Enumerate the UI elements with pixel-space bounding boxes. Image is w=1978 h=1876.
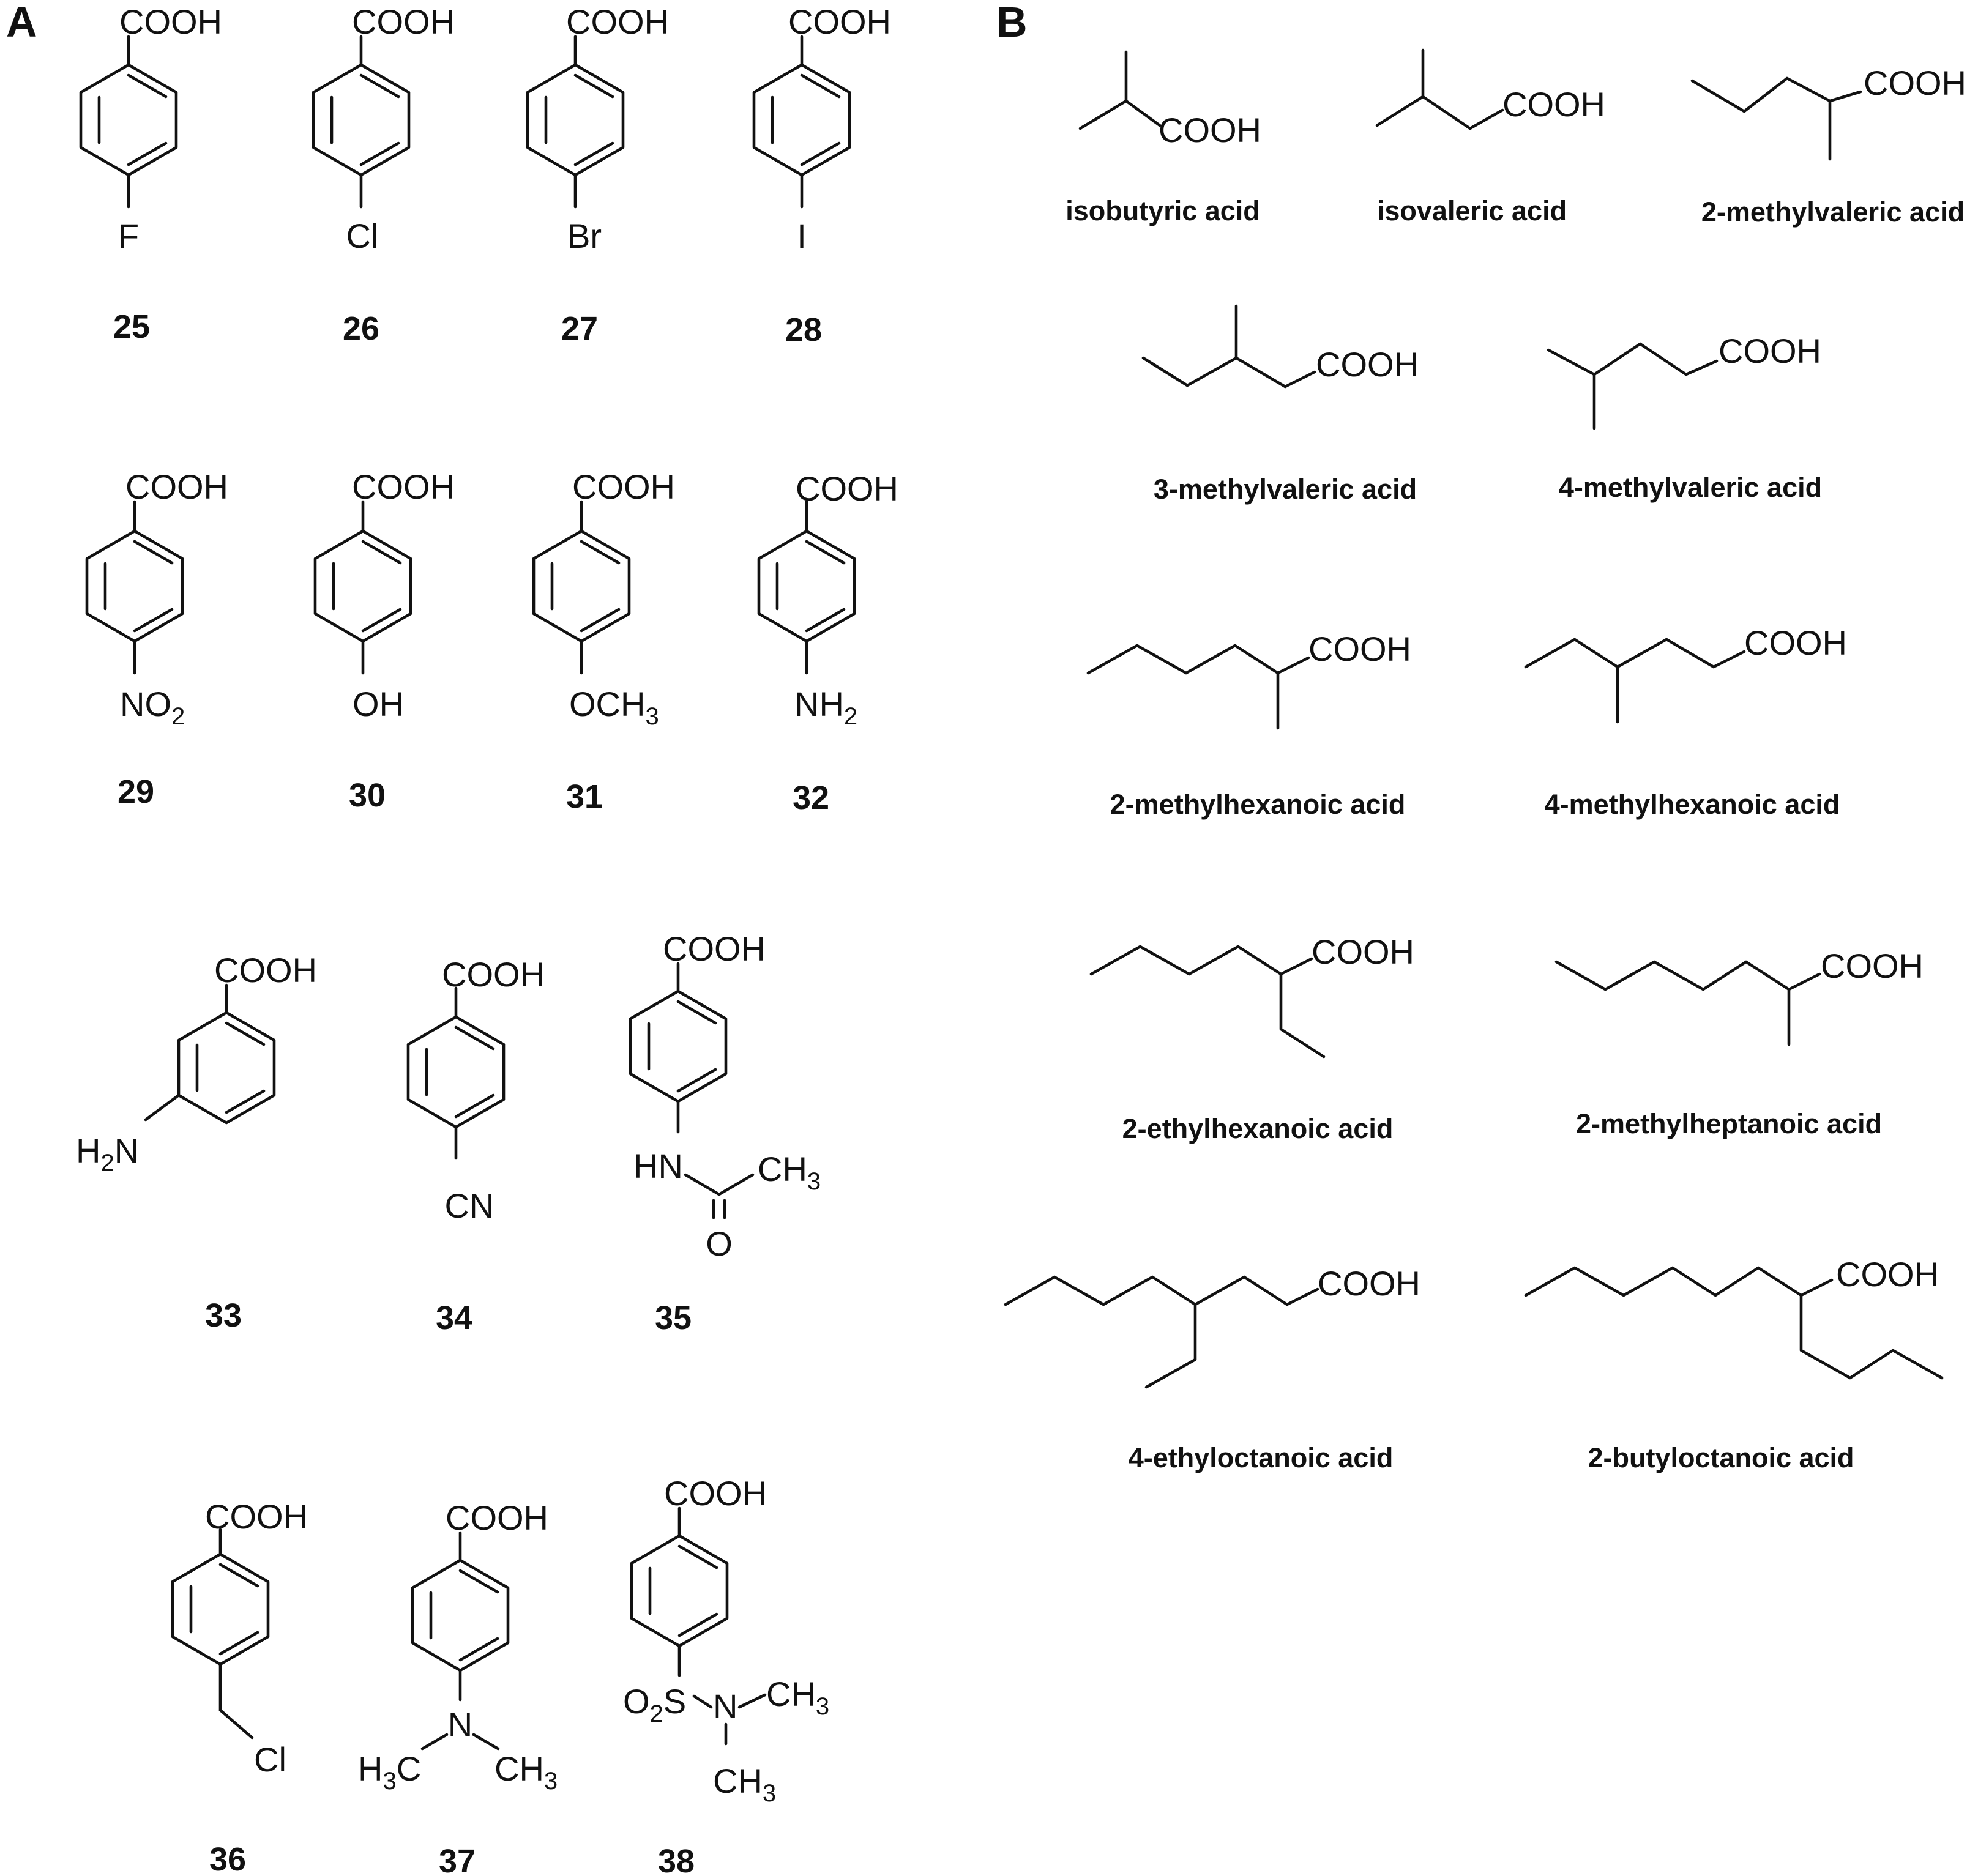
compound-number: 29: [118, 773, 154, 810]
compound-34: COOH CN 34: [406, 955, 545, 1336]
compound-26: COOH Cl 26: [312, 2, 455, 347]
compound-number: 33: [205, 1297, 242, 1334]
compound-35: COOH HN CH3 O 35: [629, 929, 821, 1336]
cooh-label: COOH: [1502, 85, 1605, 124]
cooh-label: COOH: [125, 467, 228, 506]
substituent-label: CN: [445, 1186, 495, 1225]
cooh-label: COOH: [1308, 630, 1411, 668]
compound-number: 34: [436, 1300, 472, 1336]
methyl-label: CH3: [758, 1150, 821, 1195]
substituent-label: F: [118, 217, 139, 255]
cooh-label: COOH: [205, 1497, 308, 1536]
amide-nh-label: HN: [633, 1147, 683, 1185]
cooh-label: COOH: [1719, 332, 1821, 370]
3-methylvaleric-acid: COOH 3-methylvaleric acid: [1141, 304, 1419, 505]
compound-37: COOH N H3C CH3 37: [358, 1498, 558, 1876]
4-methylhexanoic-acid: COOH 4-methylhexanoic acid: [1524, 623, 1847, 820]
compound-number: 36: [209, 1841, 246, 1876]
substituent-label: Br: [567, 217, 602, 255]
cooh-label: COOH: [1316, 345, 1419, 384]
cooh-label: COOH: [796, 469, 898, 508]
substituent-label: H2N: [76, 1131, 139, 1177]
methyl-right-label: CH3: [495, 1749, 558, 1795]
2-methylheptanoic-acid: COOH 2-methylheptanoic acid: [1554, 947, 1924, 1139]
compound-25: COOH F 25: [79, 2, 222, 345]
2-methylvaleric-acid: COOH 2-methylvaleric acid: [1690, 64, 1966, 228]
2-methylhexanoic-acid: COOH 2-methylhexanoic acid: [1086, 630, 1411, 820]
compound-number: 26: [343, 310, 379, 347]
compound-number: 25: [113, 308, 150, 345]
amine-n-label: N: [448, 1705, 472, 1744]
compound-33: COOH H2N 33: [76, 951, 317, 1334]
compound-28: COOH I 28: [752, 2, 891, 348]
compound-number: 28: [785, 311, 822, 348]
sulfonyl-label: O2S: [623, 1682, 686, 1727]
methyl-a-label: CH3: [766, 1675, 829, 1720]
compound-32: COOH NH2 32: [757, 469, 898, 816]
cooh-label: COOH: [1821, 947, 1924, 985]
methyl-left-label: H3C: [358, 1749, 421, 1795]
substituent-label: I: [797, 217, 807, 255]
cooh-label: COOH: [1312, 932, 1414, 971]
carbonyl-oxygen-label: O: [706, 1224, 733, 1263]
compound-27: COOH Br 27: [526, 2, 669, 347]
compound-name: 4-methylhexanoic acid: [1545, 789, 1840, 820]
compound-name: 4-methylvaleric acid: [1559, 472, 1822, 503]
compound-number: 35: [655, 1300, 692, 1336]
compound-name: 2-methylheptanoic acid: [1576, 1108, 1882, 1139]
cooh-label: COOH: [1836, 1255, 1939, 1293]
chloro-label: Cl: [254, 1740, 286, 1779]
compound-30: COOH OH 30: [313, 467, 455, 814]
methyl-b-label: CH3: [713, 1762, 776, 1807]
compound-name: 4-ethyloctanoic acid: [1129, 1442, 1394, 1473]
substituent-label: NO2: [120, 685, 185, 730]
compound-38: COOH O2S N CH3 CH3 38: [623, 1474, 829, 1876]
compound-name: 3-methylvaleric acid: [1154, 474, 1417, 505]
substituent-label: OH: [353, 685, 404, 723]
sulfonamide-n-label: N: [713, 1687, 737, 1725]
cooh-label: COOH: [352, 467, 455, 506]
cooh-label: COOH: [566, 2, 669, 41]
substituent-label: OCH3: [569, 685, 659, 730]
compound-number: 38: [658, 1843, 695, 1876]
cooh-label: COOH: [572, 467, 675, 506]
compound-number: 32: [793, 780, 829, 816]
cooh-label: COOH: [352, 2, 455, 41]
compound-name: isobutyric acid: [1066, 195, 1260, 226]
cooh-label: COOH: [1744, 623, 1847, 662]
2-butyloctanoic-acid: COOH 2-butyloctanoic acid: [1524, 1255, 1944, 1473]
panel-b-label: B: [996, 0, 1028, 46]
compound-name: 2-methylhexanoic acid: [1110, 789, 1406, 820]
cooh-label: COOH: [119, 2, 222, 41]
compound-36: COOH Cl 36: [171, 1497, 308, 1876]
isovaleric-acid: COOH isovaleric acid: [1375, 48, 1605, 226]
cooh-label: COOH: [442, 955, 545, 994]
cooh-label: COOH: [663, 929, 766, 968]
cooh-label: COOH: [664, 1474, 767, 1513]
compound-29: COOH NO2 29: [85, 467, 228, 810]
compound-number: 27: [561, 310, 598, 347]
2-ethylhexanoic-acid: COOH 2-ethylhexanoic acid: [1089, 932, 1414, 1144]
panel-a-label: A: [6, 0, 37, 46]
compound-number: 37: [439, 1843, 476, 1876]
cooh-label: COOH: [446, 1498, 548, 1537]
isobutyric-acid: COOH isobutyric acid: [1066, 50, 1261, 226]
compound-31: COOH OCH3 31: [532, 467, 675, 815]
substituent-label: Cl: [346, 217, 379, 255]
compound-name: isovaleric acid: [1377, 195, 1567, 226]
compound-name: 2-methylvaleric acid: [1701, 196, 1965, 228]
compound-number: 30: [349, 777, 386, 814]
cooh-label: COOH: [1318, 1264, 1420, 1303]
compound-number: 31: [566, 778, 603, 815]
cooh-label: COOH: [1159, 111, 1261, 149]
compound-name: 2-butyloctanoic acid: [1588, 1442, 1854, 1473]
cooh-label: COOH: [1864, 64, 1966, 102]
4-methylvaleric-acid: COOH 4-methylvaleric acid: [1547, 332, 1822, 503]
compound-name: 2-ethylhexanoic acid: [1122, 1113, 1394, 1144]
cooh-label: COOH: [214, 951, 317, 989]
cooh-label: COOH: [788, 2, 891, 41]
substituent-label: NH2: [794, 685, 857, 730]
4-ethyloctanoic-acid: COOH 4-ethyloctanoic acid: [1004, 1264, 1420, 1473]
